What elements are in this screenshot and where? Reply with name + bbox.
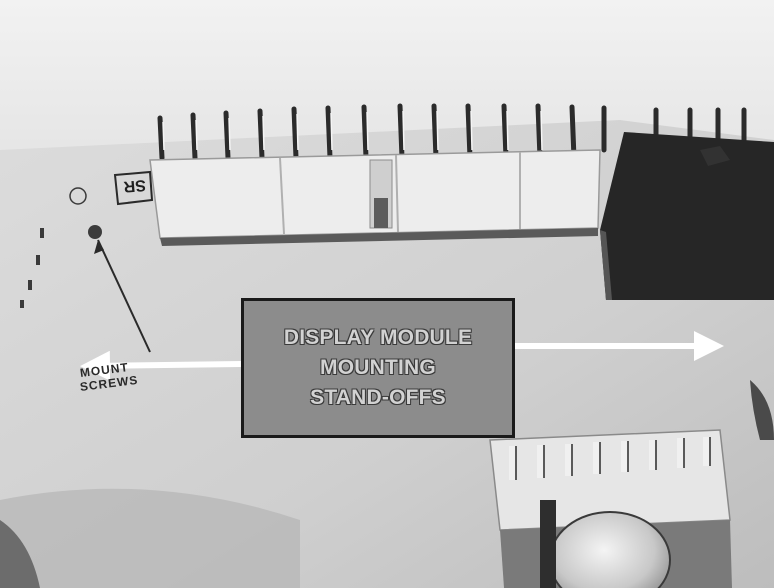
board-edge-shadow: [0, 488, 300, 588]
black-component: [600, 132, 774, 300]
pointer-line: [97, 239, 151, 353]
lower-header-pins: [509, 437, 709, 480]
callout-label-box: DISPLAY MODULE MOUNTING STAND-OFFS: [241, 298, 515, 438]
pointer-arrowhead: [94, 240, 104, 254]
header-pins: [157, 103, 747, 161]
callout-line-2: MOUNTING: [320, 356, 436, 379]
connector-housing: [149, 149, 601, 246]
lower-header-pin-shadows: [515, 437, 711, 480]
lower-left-shadow: [0, 520, 40, 588]
right-edge-component: [750, 380, 774, 440]
svg-text:SR: SR: [122, 176, 146, 195]
silkscreen-logo: SR: [69, 170, 154, 239]
left-arrow: [80, 350, 242, 381]
callout-line-1: DISPLAY MODULE: [283, 326, 473, 349]
knob-base: [540, 500, 556, 588]
silkscreen-component-marks: [20, 228, 44, 308]
callout-line-3: STAND-OFFS: [310, 386, 446, 409]
header-pin-highlights: [162, 110, 543, 151]
